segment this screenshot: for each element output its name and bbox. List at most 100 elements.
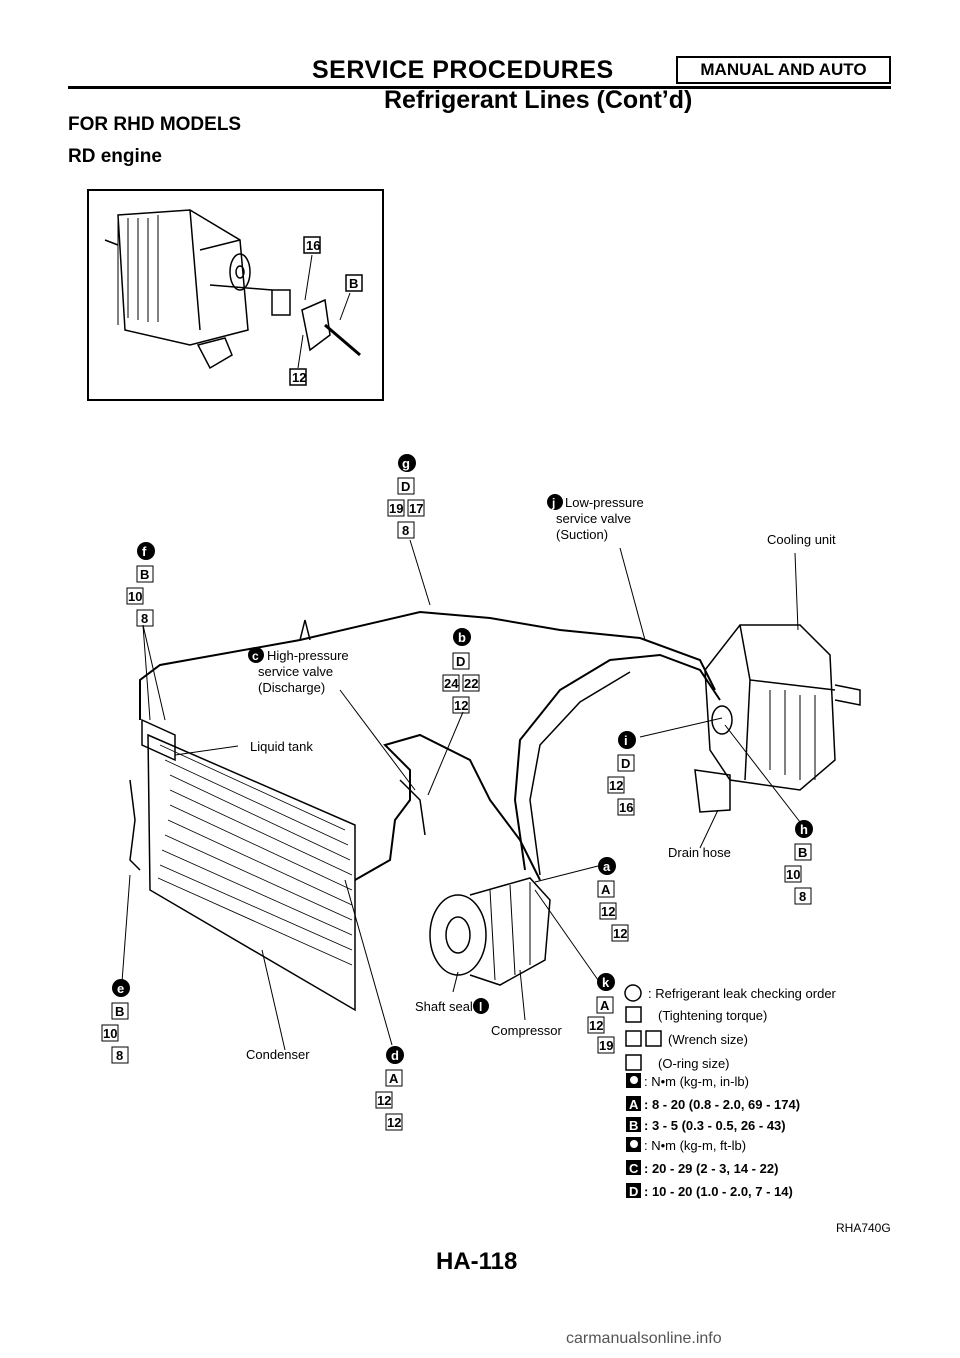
inset-code-16: 16 bbox=[306, 238, 320, 253]
svg-text:(Discharge): (Discharge) bbox=[258, 680, 325, 695]
svg-text:: N•m (kg-m, in-lb): : N•m (kg-m, in-lb) bbox=[644, 1074, 749, 1089]
inset-code-b: B bbox=[349, 276, 358, 291]
callout-labels: g D 19 17 8 j Low-pressure service valve… bbox=[101, 454, 836, 1131]
svg-text:(Tightening torque): (Tightening torque) bbox=[658, 1008, 767, 1023]
svg-text:12: 12 bbox=[609, 778, 623, 793]
svg-text:: N•m (kg-m, ft-lb): : N•m (kg-m, ft-lb) bbox=[644, 1138, 746, 1153]
discharge-hose bbox=[354, 733, 541, 881]
legend-circle-icon bbox=[624, 984, 642, 1002]
svg-text:12: 12 bbox=[387, 1115, 401, 1130]
svg-text:B: B bbox=[115, 1004, 124, 1019]
svg-text:h: h bbox=[800, 822, 808, 837]
svg-text:k: k bbox=[602, 975, 610, 990]
svg-text:16: 16 bbox=[619, 800, 633, 815]
svg-text:12: 12 bbox=[613, 926, 627, 941]
svg-text:c: c bbox=[252, 649, 259, 663]
section-heading: FOR RHD MODELS bbox=[68, 114, 242, 135]
condenser-label: Condenser bbox=[246, 1047, 310, 1062]
figure-code: RHA740G bbox=[836, 1221, 891, 1235]
inset-frame bbox=[87, 189, 384, 401]
svg-text:B: B bbox=[629, 1118, 638, 1133]
main-diagram bbox=[129, 610, 861, 1012]
legend: : Refrigerant leak checking order (Tight… bbox=[624, 984, 837, 1199]
svg-text:A: A bbox=[600, 998, 610, 1013]
svg-text:(O-ring size): (O-ring size) bbox=[658, 1056, 730, 1071]
torque-icon bbox=[626, 1073, 641, 1088]
svg-text:B: B bbox=[140, 567, 149, 582]
svg-text:12: 12 bbox=[454, 698, 468, 713]
outlet-fitting bbox=[229, 253, 251, 291]
page-number: HA-118 bbox=[436, 1248, 518, 1275]
condenser-core bbox=[147, 733, 356, 1012]
svg-text:(Wrench size): (Wrench size) bbox=[668, 1032, 748, 1047]
compressor-pulley bbox=[429, 894, 487, 976]
inset-diagram bbox=[87, 189, 384, 401]
svg-text:12: 12 bbox=[601, 904, 615, 919]
suction-hose bbox=[513, 653, 721, 871]
compressor-label: Compressor bbox=[491, 1023, 562, 1038]
svg-text:8: 8 bbox=[402, 523, 409, 538]
svg-text:a: a bbox=[603, 859, 611, 874]
svg-text:High-pressure: High-pressure bbox=[267, 648, 349, 663]
page-header: SERVICE PROCEDURES MANUAL AND AUTO bbox=[68, 56, 891, 89]
compressor-body bbox=[469, 877, 551, 986]
svg-text:: 8 - 20 (0.8 - 2.0, 69 - 174): : 8 - 20 (0.8 - 2.0, 69 - 174) bbox=[644, 1097, 800, 1112]
clamp-plate bbox=[301, 298, 331, 352]
section-subheading: RD engine bbox=[68, 146, 162, 167]
header-badge: MANUAL AND AUTO bbox=[676, 56, 891, 84]
bolt bbox=[324, 323, 361, 357]
watermark: carmanualsonline.info bbox=[566, 1330, 722, 1347]
liquid-tank bbox=[141, 718, 176, 762]
cooling-unit bbox=[704, 624, 836, 791]
svg-text:service valve: service valve bbox=[258, 664, 333, 679]
svg-text:: 20 - 29 (2 - 3, 14 - 22): : 20 - 29 (2 - 3, 14 - 22) bbox=[644, 1161, 778, 1176]
svg-text:10: 10 bbox=[786, 867, 800, 882]
svg-text:B: B bbox=[798, 845, 807, 860]
svg-text:A: A bbox=[629, 1097, 639, 1112]
svg-text:12: 12 bbox=[377, 1093, 391, 1108]
svg-text:g: g bbox=[402, 456, 410, 471]
high-line bbox=[139, 610, 716, 720]
svg-text:service valve: service valve bbox=[556, 511, 631, 526]
svg-text:D: D bbox=[621, 756, 630, 771]
svg-text:: 10 - 20 (1.0 - 2.0, 7 - 14): : 10 - 20 (1.0 - 2.0, 7 - 14) bbox=[644, 1184, 793, 1199]
inset-codes: 16 B 12 bbox=[289, 236, 363, 386]
inset-code-12: 12 bbox=[292, 370, 306, 385]
svg-text:8: 8 bbox=[141, 611, 148, 626]
drain-fitting bbox=[694, 769, 731, 813]
svg-text:A: A bbox=[389, 1071, 399, 1086]
svg-text:Low-pressure: Low-pressure bbox=[565, 495, 644, 510]
svg-text:e: e bbox=[117, 981, 124, 996]
svg-text:C: C bbox=[629, 1161, 639, 1176]
svg-text:b: b bbox=[458, 630, 466, 645]
leader-lines bbox=[121, 539, 801, 1051]
svg-text:17: 17 bbox=[409, 501, 423, 516]
liquid-tank-label: Liquid tank bbox=[250, 739, 313, 754]
svg-text:i: i bbox=[624, 733, 628, 748]
header-subtitle: Refrigerant Lines (Cont’d) bbox=[384, 86, 693, 114]
shaft-seal-label: Shaft seal bbox=[415, 999, 473, 1014]
svg-text:(Suction): (Suction) bbox=[556, 527, 608, 542]
svg-text:8: 8 bbox=[116, 1048, 123, 1063]
svg-text:8: 8 bbox=[799, 889, 806, 904]
condenser-pipe-left bbox=[129, 779, 141, 871]
svg-text:19: 19 bbox=[599, 1038, 613, 1053]
svg-text:A: A bbox=[601, 882, 611, 897]
cooling-unit-label: Cooling unit bbox=[767, 532, 836, 547]
svg-text:: Refrigerant leak checking or: : Refrigerant leak checking order bbox=[648, 986, 837, 1001]
svg-text:19: 19 bbox=[389, 501, 403, 516]
drain-hose-label: Drain hose bbox=[668, 845, 731, 860]
svg-text:10: 10 bbox=[128, 589, 142, 604]
svg-text:D: D bbox=[629, 1184, 638, 1199]
svg-text:f: f bbox=[142, 544, 147, 559]
svg-text:10: 10 bbox=[103, 1026, 117, 1041]
svg-text:D: D bbox=[456, 654, 465, 669]
svg-text:j: j bbox=[551, 496, 555, 510]
svg-text:l: l bbox=[479, 1000, 482, 1014]
header-title: SERVICE PROCEDURES bbox=[312, 56, 614, 84]
svg-text:d: d bbox=[391, 1048, 399, 1063]
torque-icon bbox=[626, 1137, 641, 1152]
svg-text:22: 22 bbox=[464, 676, 478, 691]
svg-text:D: D bbox=[401, 479, 410, 494]
